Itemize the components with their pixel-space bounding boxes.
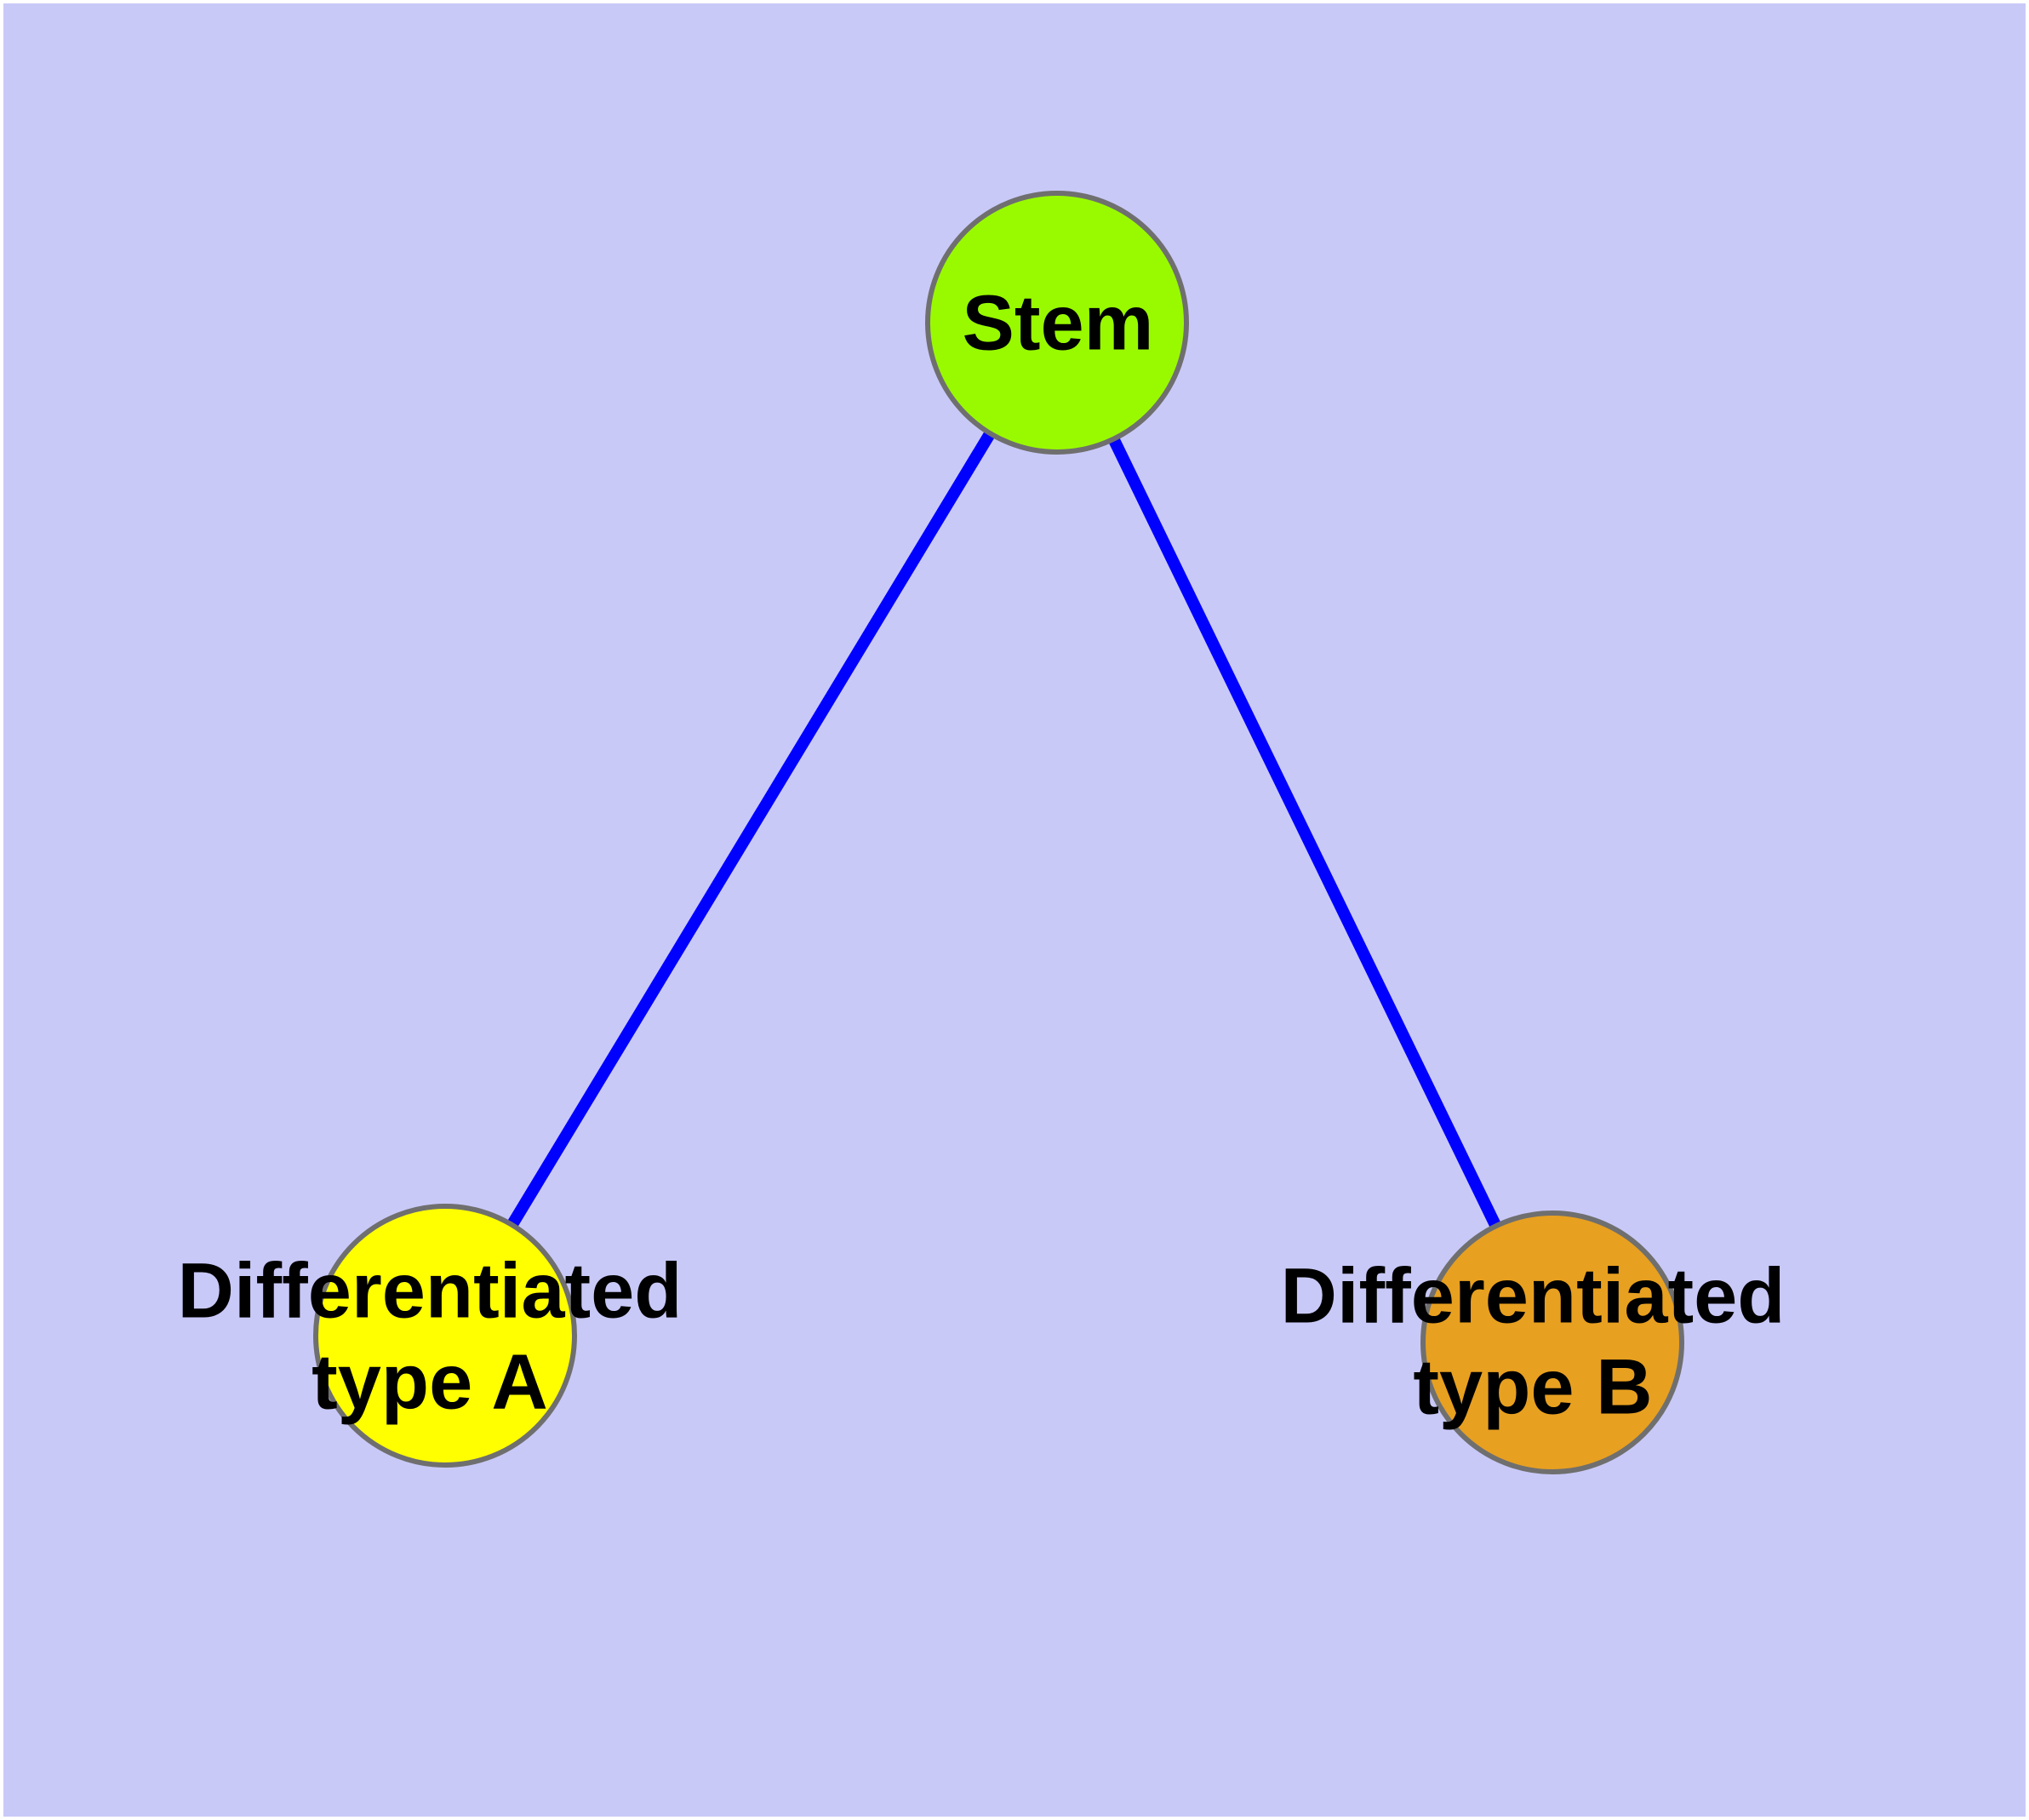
- node-type-b-label-line-1: Differentiated: [1280, 1252, 1786, 1340]
- node-type-b-label-line-2: type B: [1413, 1343, 1653, 1430]
- edge-stem-to-type-a: [440, 319, 1062, 1339]
- node-type-a-label-line-1: Differentiated: [177, 1247, 683, 1335]
- node-stem-label-line: Stem: [962, 279, 1154, 367]
- graph-svg: [313, 191, 1684, 1474]
- edge-stem-to-type-b: [1051, 319, 1558, 1346]
- node-stem: [925, 191, 1189, 455]
- node-stem-label: Stem: [963, 278, 1154, 369]
- node-differentiated-type-a: [313, 1204, 577, 1468]
- graph-canvas: Stem Differentiated type A Differentiate…: [3, 3, 2026, 1817]
- node-type-a-label-line-2: type A: [311, 1338, 548, 1425]
- node-differentiated-type-a-label: Differentiated type A: [178, 1245, 683, 1427]
- node-differentiated-type-b: [1420, 1210, 1684, 1474]
- node-differentiated-type-b-label: Differentiated type B: [1281, 1251, 1786, 1432]
